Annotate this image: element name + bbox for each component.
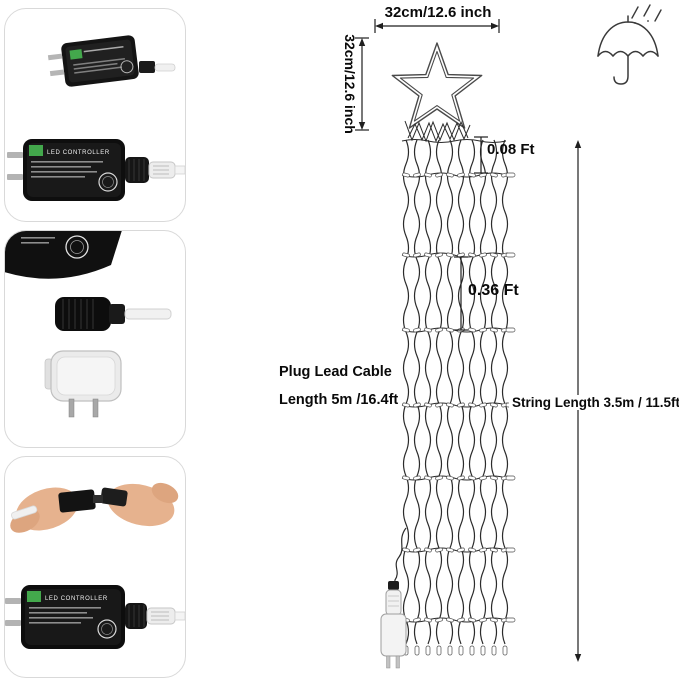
bulb-row bbox=[401, 172, 516, 178]
bottom-bulb-row bbox=[403, 645, 508, 656]
connector-half bbox=[100, 487, 128, 507]
adapter-label-text: LED CONTROLLER bbox=[45, 596, 108, 602]
etl-mark-icon bbox=[97, 619, 117, 639]
star-height-dimension bbox=[355, 37, 369, 131]
top-gap-label: 0.08 Ft bbox=[487, 141, 535, 158]
knurled-connector bbox=[125, 157, 149, 183]
connector-socket bbox=[139, 61, 155, 73]
adapter-photo-graphic: LED CONTROLLER bbox=[7, 35, 185, 201]
plug-prong bbox=[7, 174, 23, 180]
large-adapter-photo: LED CONTROLLER bbox=[7, 139, 185, 201]
black-connector-photo bbox=[55, 297, 172, 331]
power-cord bbox=[388, 527, 407, 591]
bulb-row bbox=[401, 475, 516, 481]
knurled-connector bbox=[125, 603, 147, 629]
garland-under-star bbox=[404, 120, 471, 143]
photo-panel-adapter: LED CONTROLLER bbox=[4, 8, 186, 222]
connector-half bbox=[58, 489, 96, 513]
photo-panel-hands: LED CONTROLLER bbox=[4, 456, 186, 678]
plug-prong bbox=[49, 69, 65, 77]
bulb-row bbox=[401, 617, 516, 623]
photo-panel-connector bbox=[4, 230, 186, 448]
etl-mark-icon bbox=[98, 172, 118, 192]
star-width-dimension bbox=[374, 19, 500, 33]
light-curtain bbox=[401, 139, 516, 656]
connector-photo-graphic bbox=[5, 231, 172, 418]
clear-cable bbox=[124, 308, 172, 320]
plug-prong bbox=[5, 620, 21, 626]
adapter-label-text: LED CONTROLLER bbox=[47, 150, 110, 156]
star-height-label: 32cm/12.6 inch bbox=[342, 34, 358, 134]
rain-drops-icon bbox=[631, 4, 662, 24]
plug-prong bbox=[47, 53, 63, 61]
bulb-spacing-ruler bbox=[454, 256, 468, 331]
large-adapter-photo: LED CONTROLLER bbox=[5, 585, 185, 649]
plug-prong bbox=[5, 598, 21, 604]
adapter-corner-photo bbox=[5, 231, 122, 279]
etl-mark-icon bbox=[65, 235, 89, 259]
clear-cable bbox=[154, 63, 176, 72]
hands-photo-graphic: LED CONTROLLER bbox=[5, 482, 185, 649]
waterproof-umbrella-icon bbox=[597, 15, 659, 85]
plug-lead-label-line2: Length 5m /16.4ft bbox=[279, 392, 399, 408]
plug-prong bbox=[7, 152, 23, 158]
connector-pin bbox=[92, 398, 99, 418]
plug-lead-label-line1: Plug Lead Cable bbox=[279, 364, 392, 380]
bulb-spacing-label: 0.36 Ft bbox=[468, 282, 519, 299]
hands-photo bbox=[10, 482, 179, 533]
power-plug bbox=[380, 589, 407, 669]
string-length-label: String Length 3.5m / 11.5ft bbox=[509, 395, 679, 410]
clear-connector-photo bbox=[44, 350, 122, 418]
plug-prong bbox=[395, 655, 400, 669]
clear-cable bbox=[11, 505, 38, 520]
connector-pin bbox=[68, 398, 75, 418]
top-gap-ruler bbox=[474, 136, 488, 174]
small-adapter-photo bbox=[47, 35, 176, 87]
bulb-row bbox=[401, 402, 516, 408]
bulb-row bbox=[401, 547, 516, 553]
star-topper bbox=[391, 42, 483, 129]
star-width-label: 32cm/12.6 inch bbox=[384, 4, 492, 21]
plug-prong bbox=[386, 655, 391, 669]
